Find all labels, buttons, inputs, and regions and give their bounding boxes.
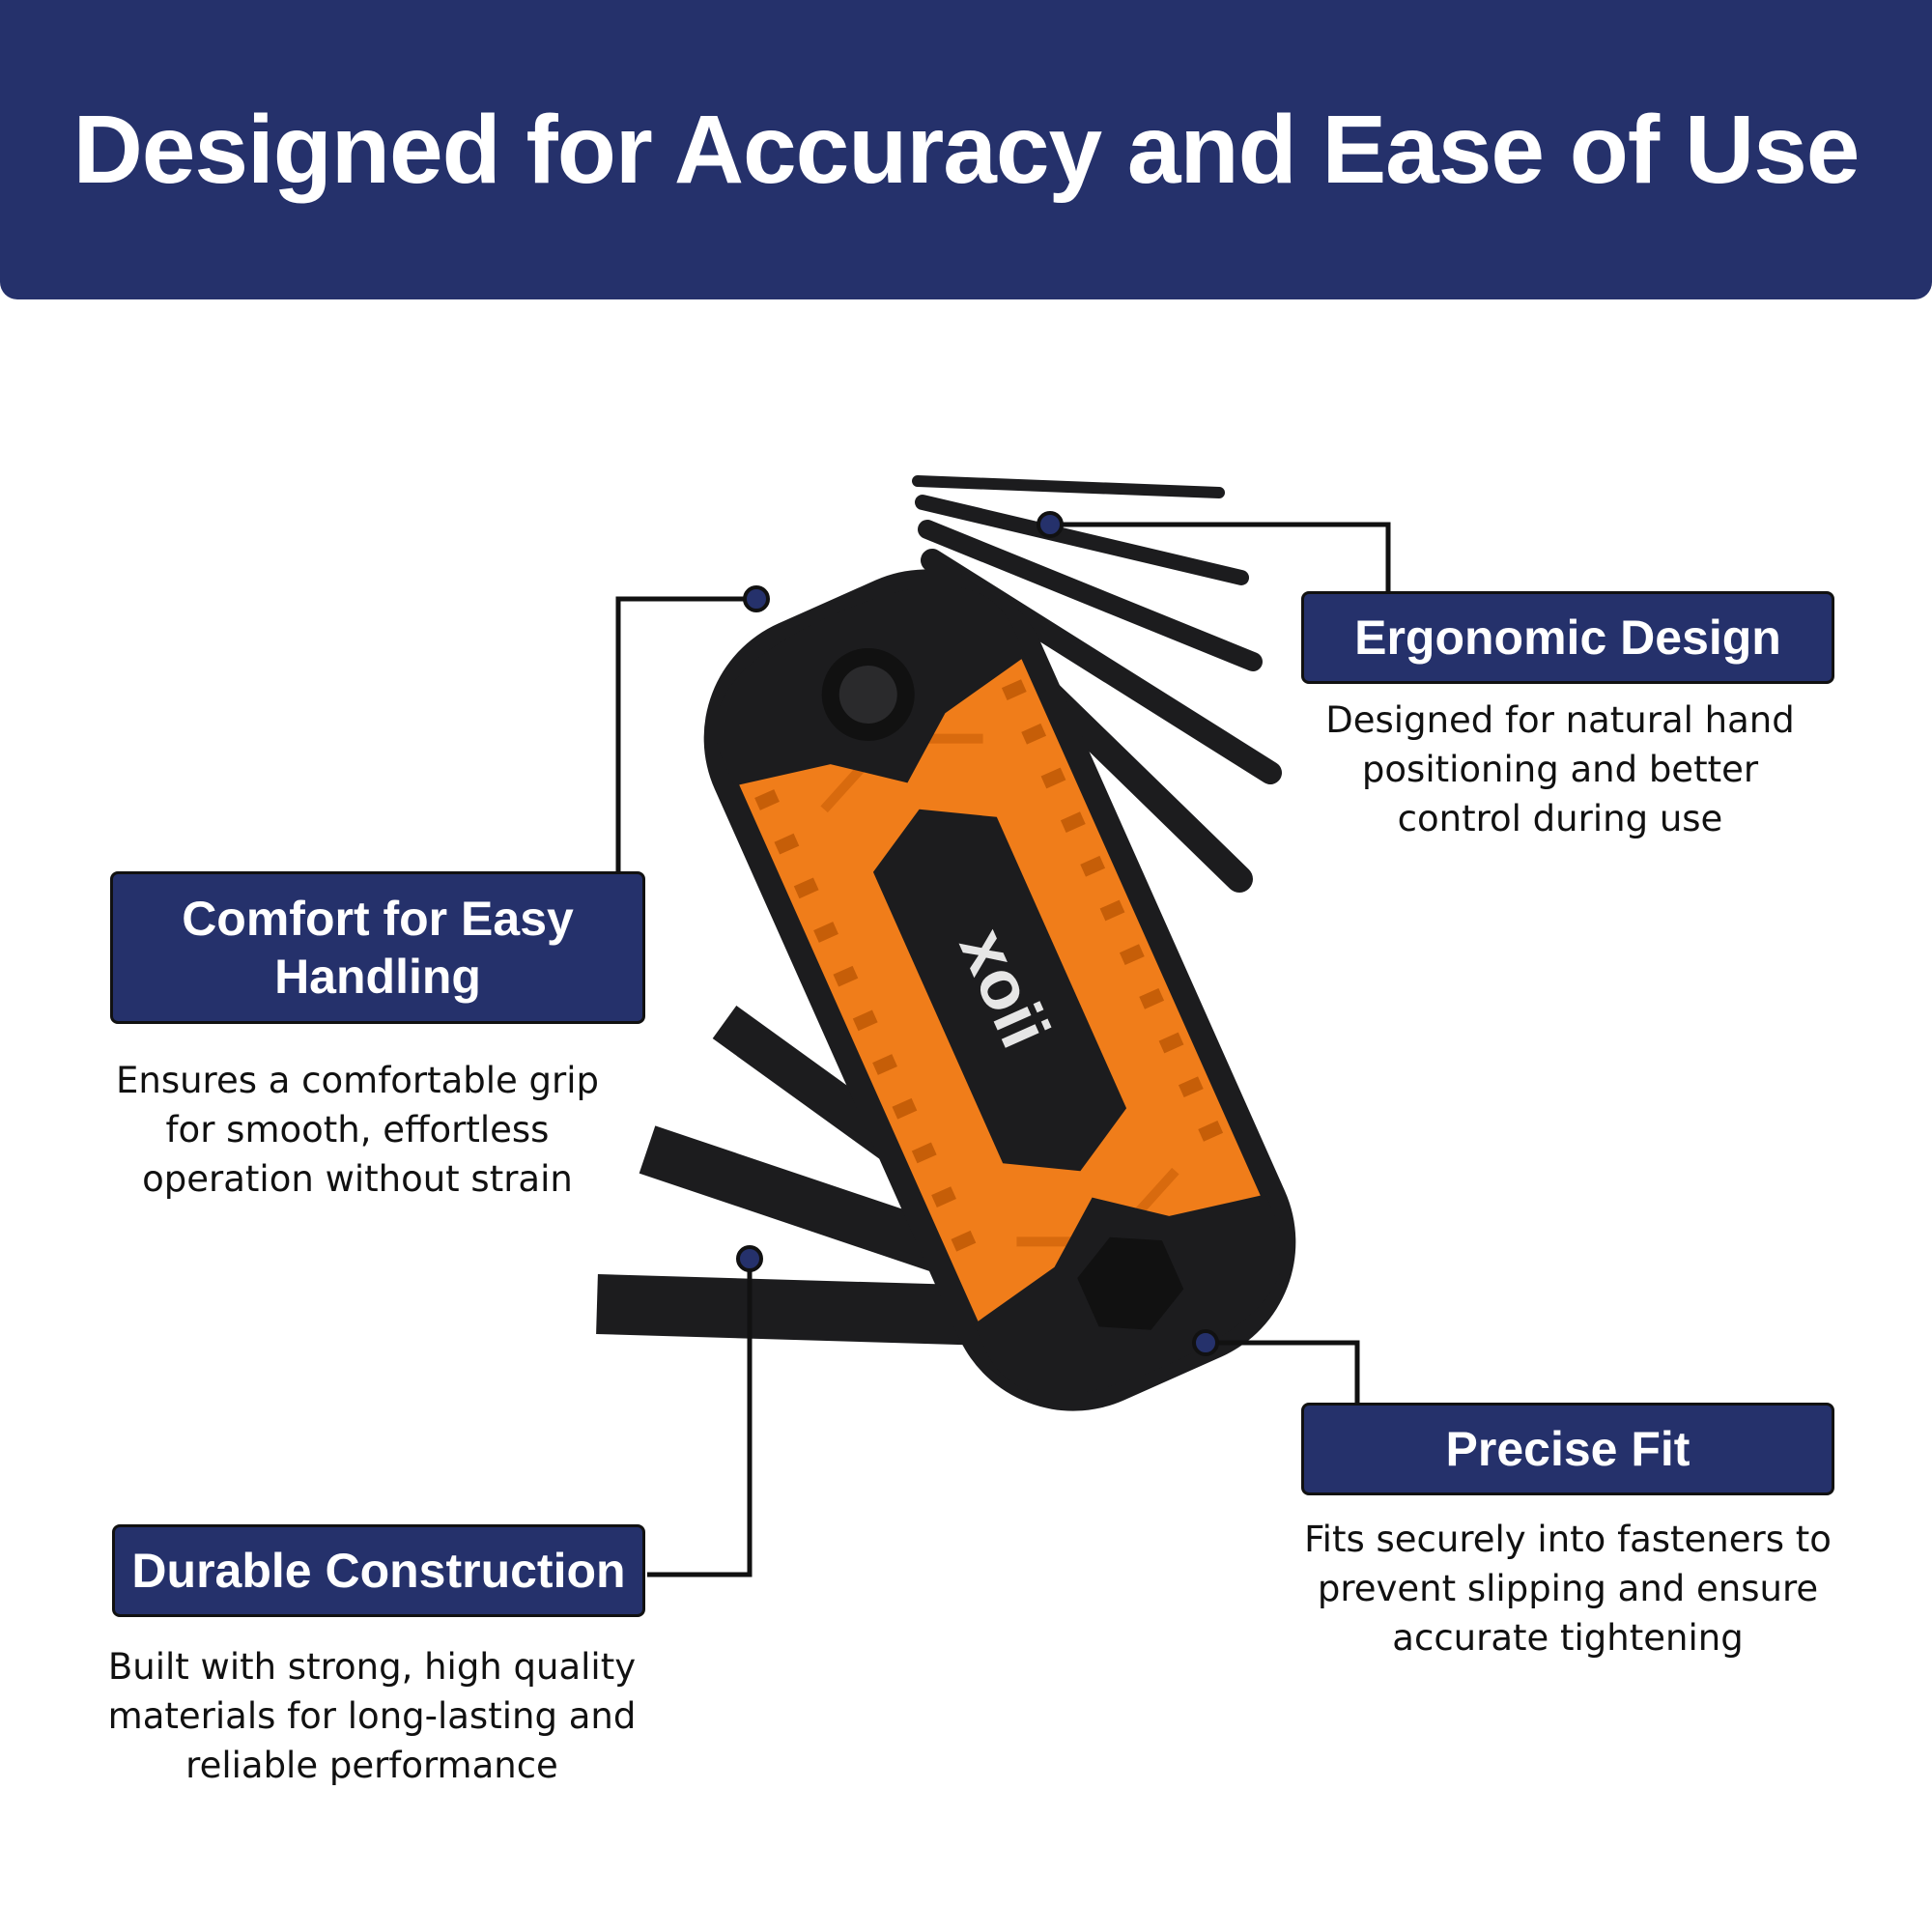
- precise-fit-callout: Precise Fit: [1301, 1403, 1834, 1495]
- ergonomic-design-callout: Ergonomic Design: [1301, 591, 1834, 684]
- comfort-callout: Comfort for Easy Handling: [110, 871, 645, 1024]
- title-banner: Designed for Accuracy and Ease of Use: [0, 0, 1932, 299]
- page-title: Designed for Accuracy and Ease of Use: [72, 95, 1861, 204]
- callout-title: Precise Fit: [1445, 1422, 1690, 1476]
- comfort-description: Ensures a comfortable grip for smooth, e…: [115, 1060, 600, 1200]
- callout-anchor-dots: [736, 511, 1219, 1356]
- callout-leader-lines: [615, 522, 1391, 1577]
- durable-construction-description: Built with strong, high quality material…: [107, 1646, 637, 1786]
- callout-title: Comfort for Easy Handling: [182, 892, 574, 1004]
- ergonomic-design-description: Designed for natural hand positioning an…: [1325, 699, 1795, 839]
- durable-construction-callout: Durable Construction: [112, 1524, 645, 1617]
- precise-fit-description: Fits securely into fasteners to prevent …: [1304, 1519, 1832, 1659]
- callout-title: Ergonomic Design: [1354, 611, 1781, 665]
- callout-title: Durable Construction: [131, 1544, 626, 1598]
